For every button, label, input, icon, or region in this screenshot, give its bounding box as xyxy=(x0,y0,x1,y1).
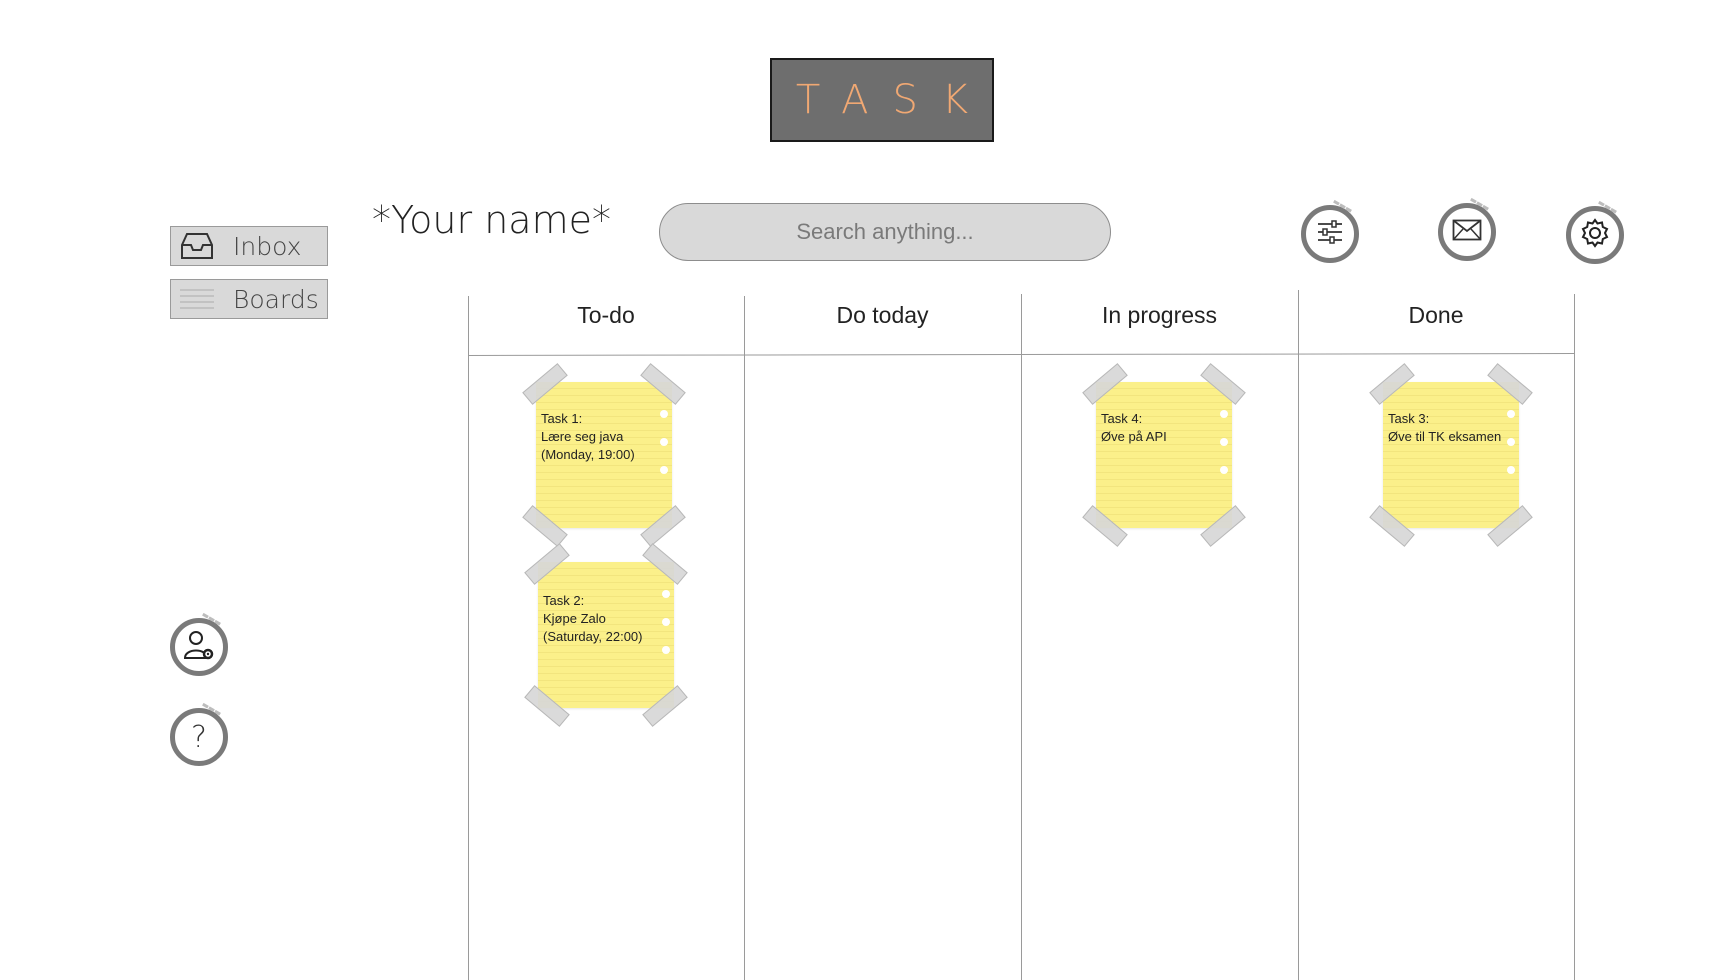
logo-text: TASK xyxy=(795,77,993,123)
task-note-4[interactable]: Task 4: Øve på API xyxy=(1082,363,1246,547)
sidebar-item-label: Inbox xyxy=(233,231,302,261)
tape xyxy=(524,543,570,585)
tape xyxy=(1369,363,1415,405)
note-hole xyxy=(1220,466,1228,474)
inbox-icon xyxy=(175,227,219,265)
filter-button[interactable] xyxy=(1301,199,1359,263)
tape xyxy=(522,363,568,405)
note-hole xyxy=(1507,438,1515,446)
task-note-text: Task 2: Kjøpe Zalo (Saturday, 22:00) xyxy=(543,593,643,644)
tape xyxy=(642,543,688,585)
column-header-todo: To-do xyxy=(577,302,635,328)
help-question-icon: ? xyxy=(191,719,207,755)
tape xyxy=(522,505,568,547)
mail-icon xyxy=(1452,219,1482,246)
search-input[interactable] xyxy=(659,203,1111,261)
note-hole xyxy=(660,438,668,446)
column-header-do-today: Do today xyxy=(836,302,929,328)
column-divider xyxy=(1298,290,1299,980)
note-hole xyxy=(660,410,668,418)
tape xyxy=(640,363,686,405)
tape xyxy=(524,685,570,727)
task-note-3[interactable]: Task 3: Øve til TK eksamen xyxy=(1369,363,1533,547)
settings-button[interactable] xyxy=(1566,200,1624,264)
tape xyxy=(1082,363,1128,405)
app-logo: TASK xyxy=(770,58,994,142)
note-hole xyxy=(1507,466,1515,474)
note-hole xyxy=(1507,410,1515,418)
column-header-done: Done xyxy=(1408,302,1464,328)
tape xyxy=(1082,505,1128,547)
task-note-2[interactable]: Task 2: Kjøpe Zalo (Saturday, 22:00) xyxy=(524,543,688,727)
sidebar-item-boards[interactable]: Boards xyxy=(170,279,328,319)
sidebar-item-label: Boards xyxy=(233,284,319,314)
task-note-text: Task 3: Øve til TK eksamen xyxy=(1388,411,1502,444)
note-hole xyxy=(662,646,670,654)
note-hole xyxy=(662,618,670,626)
gear-icon xyxy=(1579,217,1611,254)
task-note-text: Task 4: Øve på API xyxy=(1101,411,1167,444)
username-label: *Your name* xyxy=(372,198,611,242)
note-hole xyxy=(662,590,670,598)
boards-lines-icon xyxy=(175,280,219,318)
column-divider xyxy=(1021,294,1022,980)
tape xyxy=(1200,505,1246,547)
user-settings-icon xyxy=(182,628,216,667)
column-divider xyxy=(744,296,745,980)
help-button[interactable]: ? xyxy=(170,702,228,766)
column-divider xyxy=(468,296,469,980)
note-hole xyxy=(1220,438,1228,446)
tape xyxy=(1369,505,1415,547)
note-hole xyxy=(660,466,668,474)
note-hole xyxy=(1220,410,1228,418)
sidebar-item-inbox[interactable]: Inbox xyxy=(170,226,328,266)
tape xyxy=(1487,505,1533,547)
tape xyxy=(642,685,688,727)
column-header-in-progress: In progress xyxy=(1101,302,1218,328)
tape xyxy=(640,505,686,547)
tape xyxy=(1200,363,1246,405)
tape xyxy=(1487,363,1533,405)
column-divider xyxy=(1574,294,1575,980)
task-note-1[interactable]: Task 1: Lære seg java (Monday, 19:00) xyxy=(522,363,686,547)
mail-button[interactable] xyxy=(1438,197,1496,261)
user-settings-button[interactable] xyxy=(170,612,228,676)
filter-sliders-icon xyxy=(1315,218,1345,251)
task-note-text: Task 1: Lære seg java (Monday, 19:00) xyxy=(541,411,635,462)
decorative-tick xyxy=(1465,197,1489,220)
